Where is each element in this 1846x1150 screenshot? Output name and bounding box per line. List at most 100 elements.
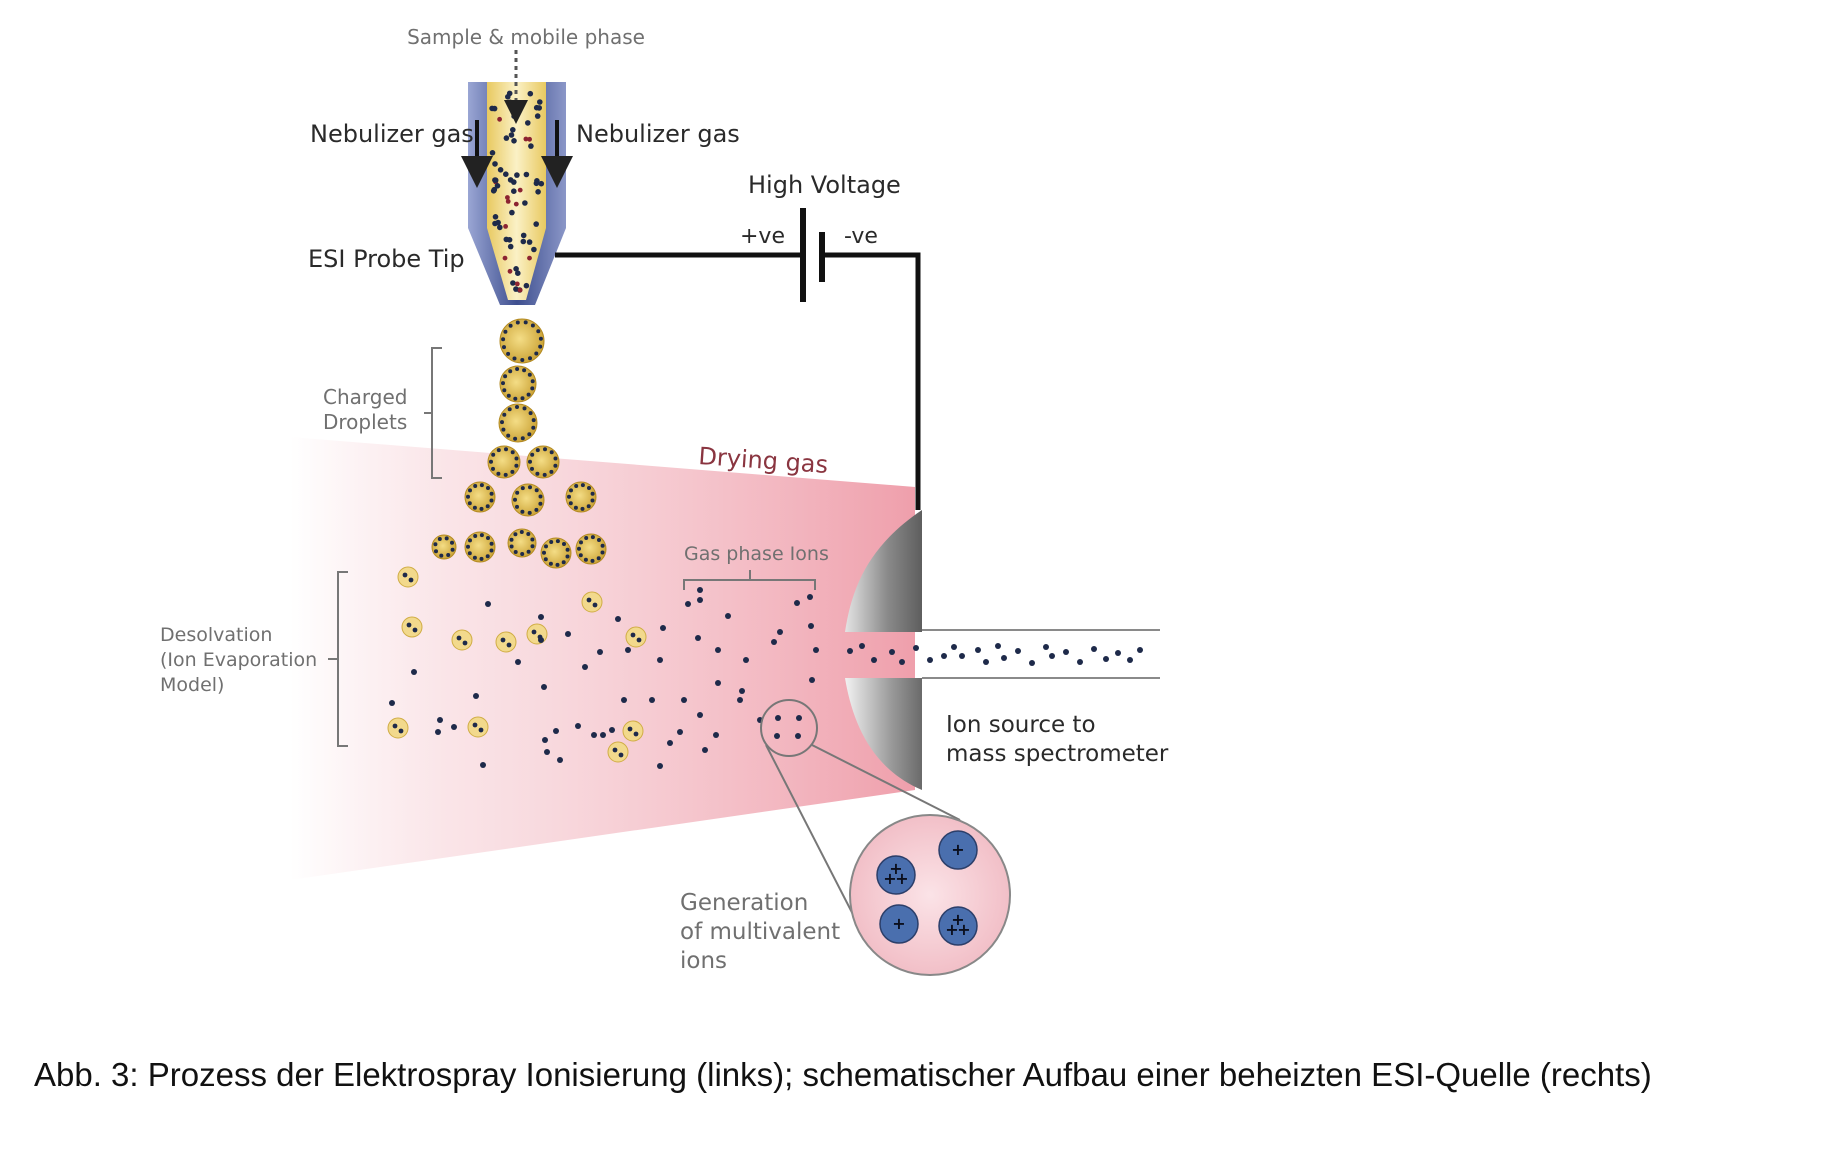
ion-dot: [627, 726, 633, 732]
analyte-dot: [527, 136, 532, 142]
analyte-dot: [517, 187, 523, 193]
small-droplet-body: [397, 566, 419, 588]
surface-charge: [500, 420, 504, 425]
surface-charge: [528, 459, 532, 464]
multivalent-zoom: ++++++++: [760, 699, 1011, 976]
ion-dot: [515, 659, 521, 665]
plus-charge-glyph: +: [895, 869, 908, 888]
droplet: [540, 537, 572, 569]
zoom-circle: [849, 814, 1011, 976]
plus-charge-glyph: +: [892, 914, 905, 933]
surface-charge: [530, 537, 535, 542]
surface-charge: [577, 546, 581, 551]
surface-charge: [565, 547, 570, 552]
small-droplet: [397, 566, 419, 588]
surface-charge: [574, 484, 579, 488]
ion-dot: [541, 684, 547, 690]
figure-caption: Abb. 3: Prozess der Elektrospray Ionisie…: [34, 1056, 1652, 1093]
stream-ion-dot: [847, 648, 853, 654]
ion-dot: [553, 728, 559, 734]
label-desolvation-2: (Ion Evaporation: [160, 649, 317, 671]
droplet: [575, 533, 607, 565]
ion-dot: [520, 232, 527, 239]
surface-charge: [513, 436, 518, 441]
ion-body: [876, 855, 916, 895]
analyte-dot: [527, 255, 532, 261]
ion-dot: [667, 740, 673, 746]
label-minus-ve: -ve: [844, 224, 878, 249]
analyte-dot: [507, 268, 513, 274]
surface-charge: [555, 539, 560, 544]
surface-charge: [530, 466, 534, 471]
surface-charge: [508, 323, 513, 328]
surface-charge: [600, 543, 605, 548]
ion-dot: [492, 177, 498, 183]
small-droplet: [622, 720, 644, 742]
ion-dot: [497, 167, 504, 173]
ion-dot: [697, 712, 703, 718]
surface-charge: [538, 494, 543, 499]
ion-dot: [500, 637, 506, 643]
surface-charge: [446, 553, 451, 557]
label-desolvation-3: Model): [160, 674, 224, 696]
ion-dot: [533, 221, 539, 227]
surface-charge: [502, 388, 507, 393]
droplet: [487, 445, 521, 479]
surface-charge: [504, 447, 508, 452]
surface-charge: [450, 547, 455, 552]
surface-charge: [506, 351, 511, 356]
surface-charge: [527, 372, 532, 377]
droplet: [431, 534, 457, 560]
surface-charge: [527, 432, 532, 437]
small-droplet: [451, 629, 473, 651]
ion-dot: [565, 631, 571, 637]
surface-charge: [567, 494, 571, 499]
surface-charge: [590, 558, 595, 563]
plus-charge-glyph: +: [883, 869, 896, 888]
ion-dot: [526, 239, 533, 245]
small-droplet-body: [495, 631, 517, 653]
ion-dot: [809, 677, 815, 683]
surface-charge: [569, 488, 573, 493]
surface-charge: [510, 450, 515, 455]
ion-dot: [527, 90, 534, 97]
charged-droplets: [431, 318, 607, 569]
ion-dot: [531, 629, 537, 635]
small-droplet-body: [467, 716, 489, 738]
ion-stream: [847, 643, 1143, 666]
stream-ion-dot: [913, 645, 919, 651]
droplet: [565, 481, 597, 513]
surface-charge: [515, 490, 520, 495]
surface-charge: [479, 483, 484, 488]
surface-charge: [479, 556, 484, 561]
surface-charge: [501, 337, 506, 342]
stream-ion-dot: [983, 659, 989, 665]
ion-dot: [625, 647, 631, 653]
surface-charge: [553, 456, 558, 461]
ion-dot: [612, 747, 618, 753]
surface-charge: [543, 557, 548, 562]
surface-charge: [549, 540, 554, 544]
stream-ion-dot: [1049, 653, 1055, 659]
analyte-dot: [513, 201, 519, 207]
high-voltage-circuit: [555, 208, 921, 510]
surface-charge: [542, 472, 547, 477]
ion-dot: [725, 613, 731, 619]
surface-charge: [496, 448, 501, 453]
label-sample-mobile-phase: Sample & mobile phase: [407, 25, 645, 49]
ion-dot: [657, 657, 663, 663]
ion-body: [938, 906, 978, 946]
surface-charge: [515, 405, 519, 409]
surface-charge: [503, 374, 508, 379]
surface-charge: [509, 544, 514, 549]
label-charged-droplets-1: Charged: [323, 385, 407, 409]
surface-charge: [586, 504, 591, 509]
surface-charge: [489, 498, 494, 503]
plus-charge-glyph: +: [957, 920, 970, 939]
ion-dot: [528, 143, 534, 149]
stream-ion-dot: [1103, 656, 1109, 662]
surface-charge: [506, 393, 511, 398]
ion-dot: [586, 597, 592, 603]
small-droplet: [625, 626, 647, 648]
surface-charge: [437, 537, 442, 541]
